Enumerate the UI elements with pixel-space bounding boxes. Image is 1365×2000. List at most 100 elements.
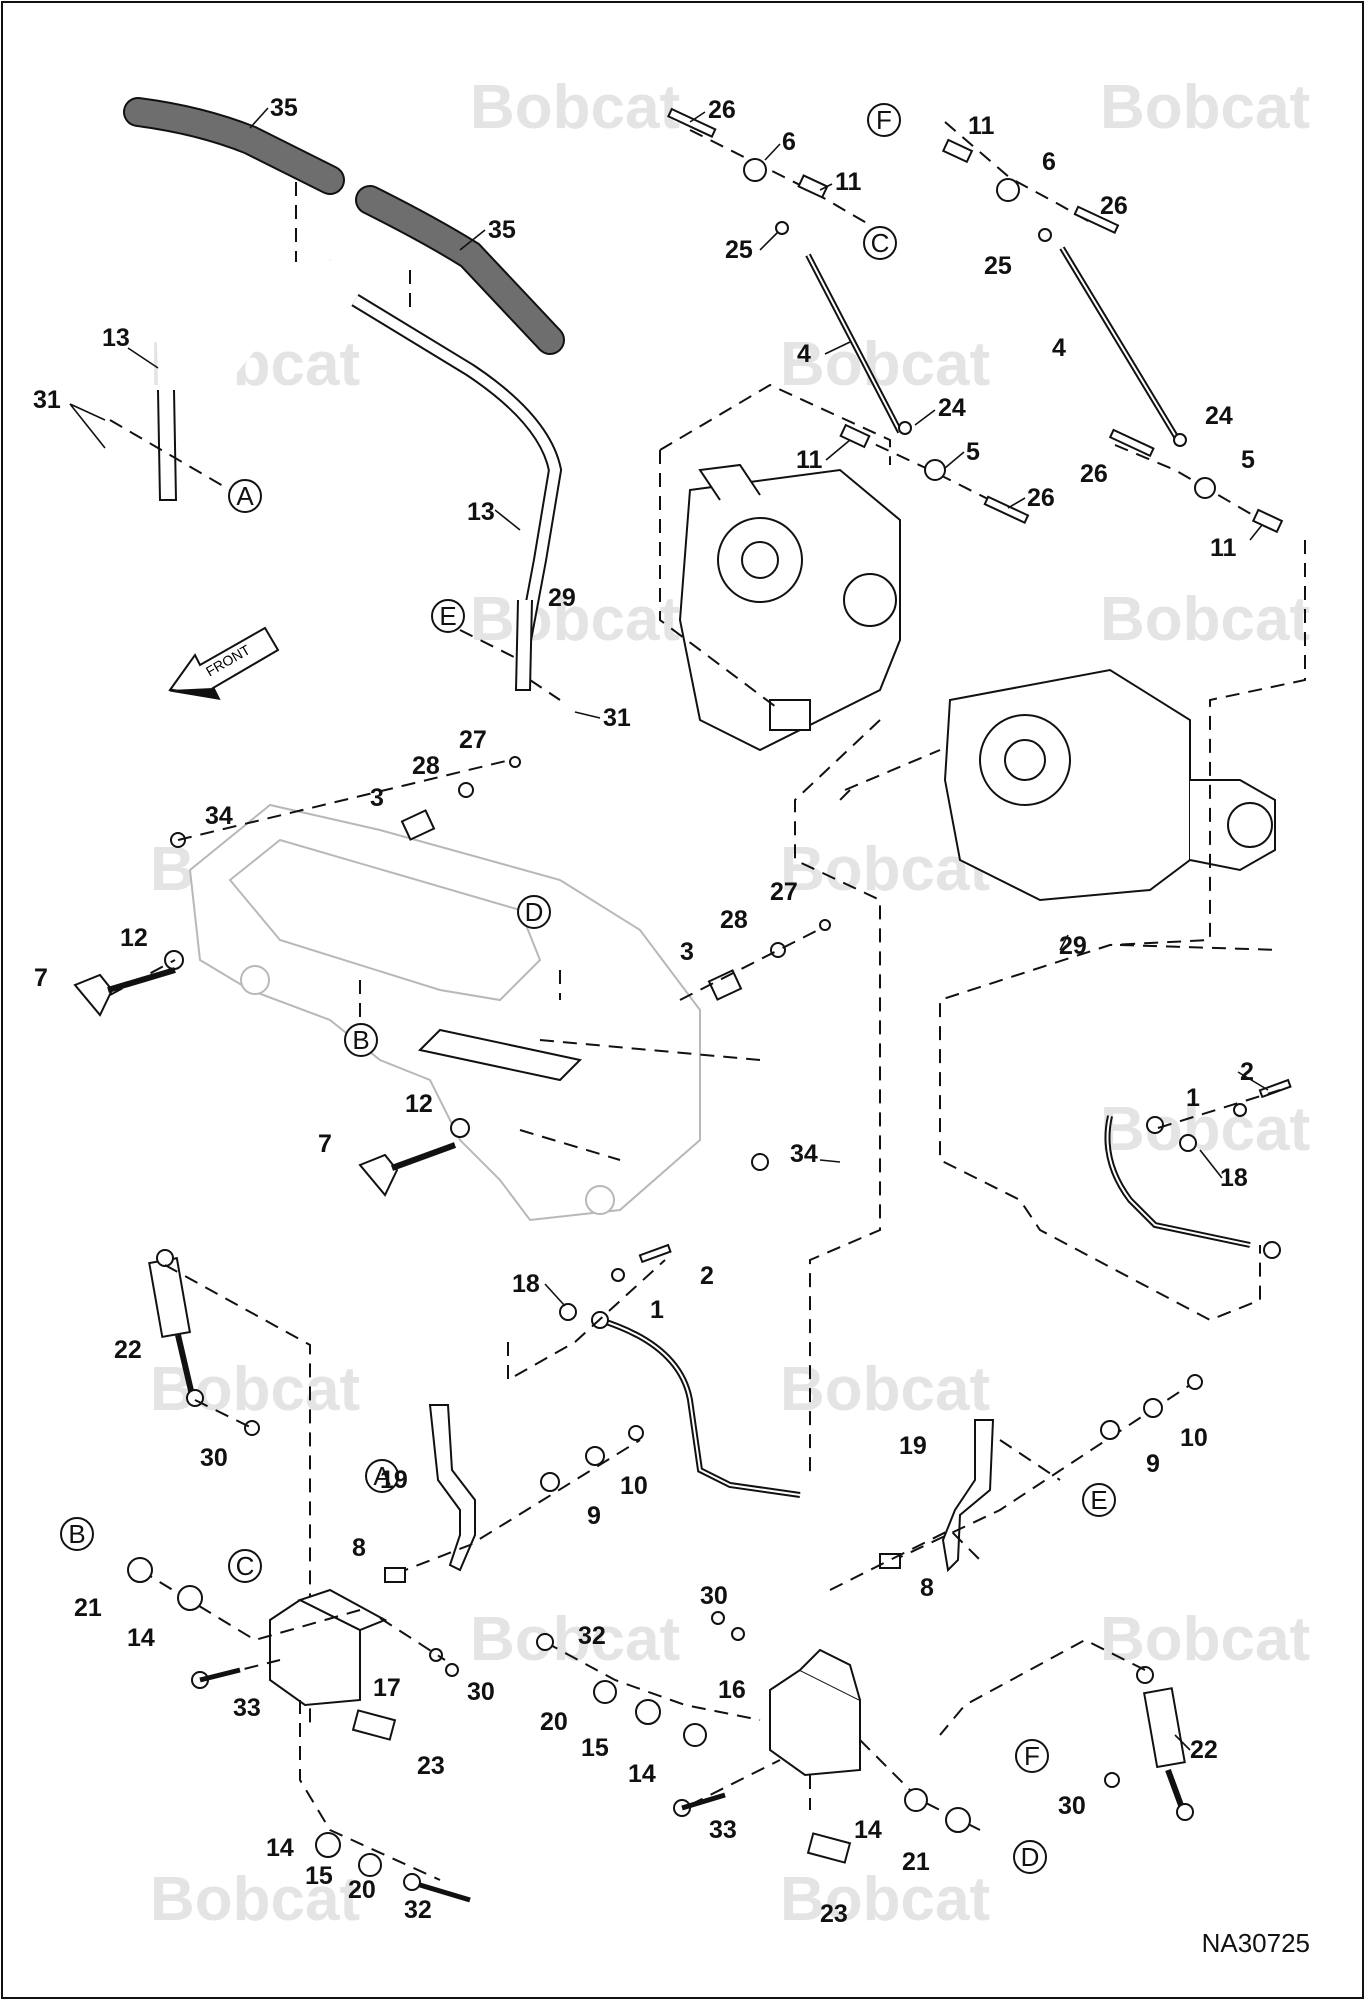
callout: 26 bbox=[1080, 460, 1108, 488]
callout: 35 bbox=[270, 94, 298, 122]
callout: 34 bbox=[790, 1140, 818, 1168]
callout: 20 bbox=[348, 1876, 376, 1904]
ref-letter: C bbox=[871, 228, 890, 258]
callout: 29 bbox=[548, 584, 576, 612]
callout: 24 bbox=[1205, 402, 1233, 430]
callout: 25 bbox=[984, 252, 1012, 280]
assembly-line bbox=[109, 419, 231, 491]
callout: 17 bbox=[373, 1674, 401, 1702]
assembly-line bbox=[659, 383, 891, 465]
assembly-line bbox=[194, 1399, 253, 1429]
callout: 33 bbox=[233, 1694, 261, 1722]
assembly-line bbox=[939, 540, 1306, 1322]
callout: 25 bbox=[725, 236, 753, 264]
callout: 20 bbox=[540, 1708, 568, 1736]
bracket-left bbox=[269, 1588, 388, 1707]
callout: 12 bbox=[120, 924, 148, 952]
watermark: Bobcat bbox=[1100, 1095, 1310, 1164]
assembly-line bbox=[519, 1129, 621, 1161]
callout: 30 bbox=[1058, 1792, 1086, 1820]
hardware bbox=[879, 1374, 1203, 1569]
gas-spring-right bbox=[1104, 1666, 1194, 1821]
reference-markers: A A B B C C D D E E F F bbox=[60, 103, 1116, 1874]
callout: 32 bbox=[578, 1622, 606, 1650]
assembly-line bbox=[689, 1759, 781, 1806]
callout-labels: 35 35 13 13 31 31 26 6 11 25 4 24 11 5 2… bbox=[33, 94, 1255, 1928]
watermark: Bobcat bbox=[150, 1355, 360, 1424]
callout: 14 bbox=[266, 1834, 294, 1862]
assembly-line bbox=[844, 749, 941, 791]
assembly-line bbox=[679, 927, 823, 1001]
watermark: Bobcat bbox=[780, 1355, 990, 1424]
callout: 3 bbox=[680, 938, 694, 966]
control-cable-left bbox=[559, 1243, 801, 1498]
assembly-line bbox=[177, 759, 511, 841]
ref-letter: B bbox=[352, 1025, 369, 1055]
callout: 21 bbox=[74, 1594, 102, 1622]
callout: 4 bbox=[1052, 334, 1066, 362]
callout: 19 bbox=[380, 1466, 408, 1494]
control-cable-right bbox=[1104, 1078, 1292, 1259]
assembly-line bbox=[109, 959, 176, 996]
callout: 15 bbox=[305, 1862, 333, 1890]
callout: 18 bbox=[512, 1270, 540, 1298]
hydrostatic-pump-right bbox=[943, 668, 1276, 902]
callout: 8 bbox=[920, 1574, 934, 1602]
watermark: Bobcat bbox=[470, 585, 680, 654]
callout: 9 bbox=[1146, 1450, 1160, 1478]
callout: 3 bbox=[370, 784, 384, 812]
watermark: Bobcat bbox=[780, 330, 990, 399]
callout: 8 bbox=[352, 1534, 366, 1562]
watermark: Bobcat bbox=[780, 835, 990, 904]
switch-left bbox=[351, 1709, 397, 1741]
hardware bbox=[127, 1557, 471, 1903]
assembly-line bbox=[689, 129, 871, 226]
hardware bbox=[384, 1425, 644, 1583]
callout: 26 bbox=[1027, 484, 1055, 512]
callout: 6 bbox=[782, 128, 796, 156]
chassis-frame bbox=[188, 803, 701, 1222]
callout: 19 bbox=[899, 1432, 927, 1460]
watermark: Bobcat bbox=[150, 1865, 360, 1934]
steering-lever-left bbox=[122, 199, 332, 501]
switch-center bbox=[806, 1832, 852, 1864]
handle-grip-left bbox=[123, 97, 345, 195]
steering-rod-right bbox=[1059, 246, 1181, 442]
assembly-line bbox=[539, 1039, 761, 1061]
steering-lever-right bbox=[351, 294, 563, 691]
assembly-line bbox=[507, 1259, 666, 1382]
watermark-layer: Bobcat Bobcat Bobcat Bobcat Bobcat Bobca… bbox=[150, 73, 1310, 1934]
drawing-number: NA30725 bbox=[1202, 1928, 1310, 1958]
assembly-line bbox=[839, 789, 851, 801]
ref-letter: D bbox=[1021, 1842, 1040, 1872]
assembly-line bbox=[939, 1638, 1146, 1736]
callout: 31 bbox=[33, 386, 61, 414]
callout: 11 bbox=[796, 446, 823, 474]
assembly-line bbox=[394, 1439, 641, 1575]
callout: 5 bbox=[966, 438, 980, 466]
callout: 11 bbox=[835, 168, 862, 196]
callout: 1 bbox=[1186, 1084, 1200, 1112]
assembly-line bbox=[999, 1439, 1061, 1481]
callout: 28 bbox=[412, 752, 440, 780]
callout: 22 bbox=[1190, 1736, 1218, 1764]
assembly-line bbox=[139, 1569, 361, 1642]
callout: 12 bbox=[405, 1090, 433, 1118]
callout: 14 bbox=[854, 1816, 882, 1844]
ref-letter: F bbox=[876, 105, 892, 135]
callout: 23 bbox=[820, 1900, 848, 1928]
assembly-line bbox=[1114, 444, 1271, 526]
callout: 32 bbox=[404, 1896, 432, 1924]
callout: 11 bbox=[968, 112, 995, 140]
steering-rod-left bbox=[805, 253, 903, 434]
assembly-line bbox=[1119, 944, 1281, 951]
callout: 13 bbox=[467, 498, 495, 526]
watermark: Bobcat bbox=[470, 73, 680, 142]
callout: 28 bbox=[720, 906, 748, 934]
assembly-line bbox=[459, 629, 521, 661]
hardware bbox=[667, 107, 1284, 534]
ref-letter: D bbox=[525, 897, 544, 927]
callout: 7 bbox=[318, 1130, 332, 1158]
gas-spring-left bbox=[148, 1249, 260, 1436]
callout: 9 bbox=[587, 1502, 601, 1530]
